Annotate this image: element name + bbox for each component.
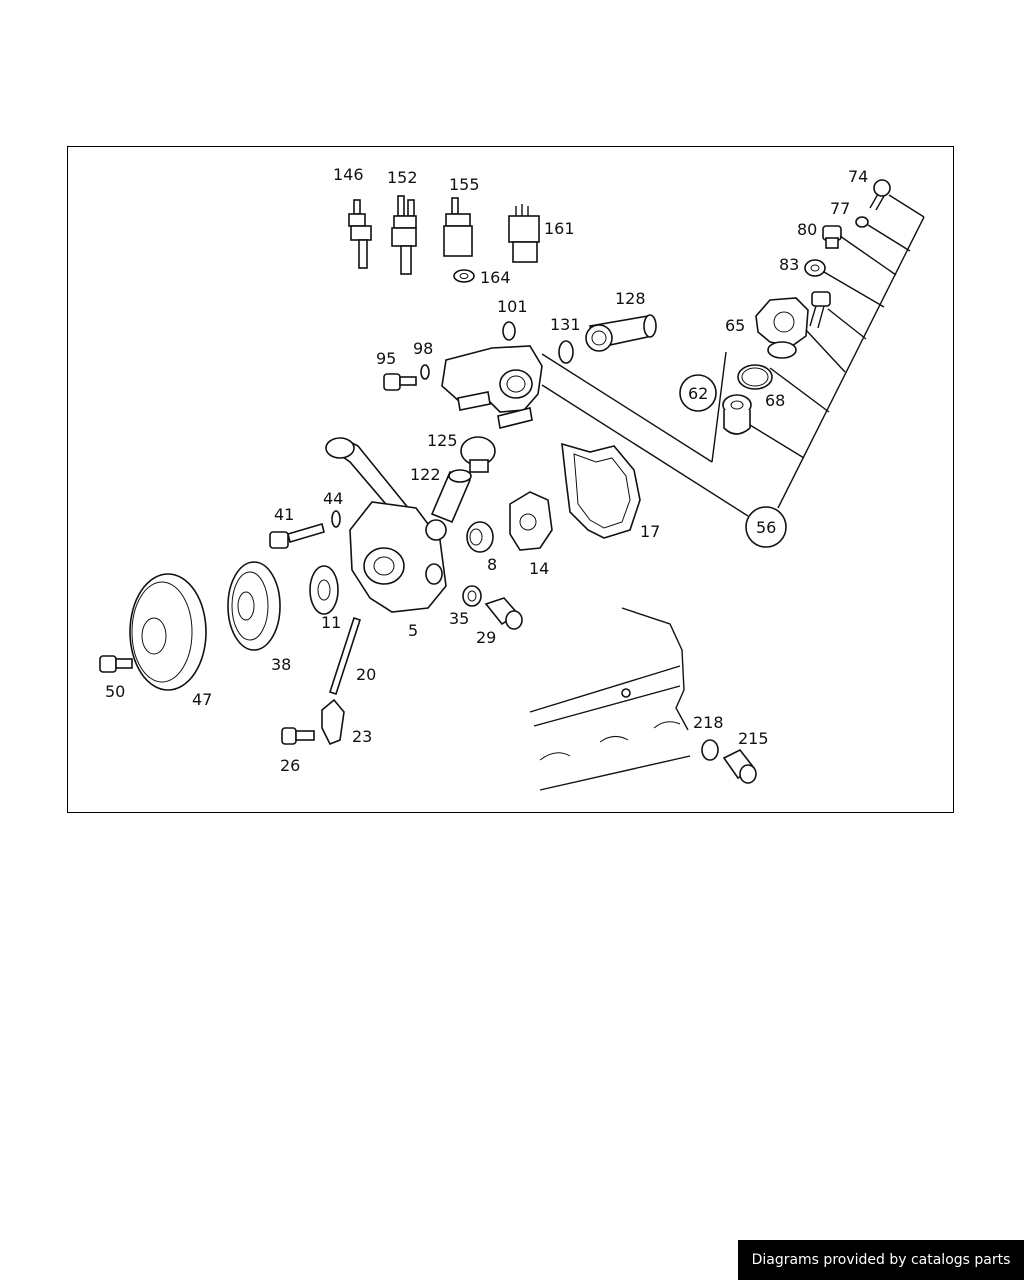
part-95-bolt — [383, 373, 417, 391]
part-number-labels: 146 152 155 161 164 74 77 80 83 65 62 68… — [105, 165, 868, 775]
leader-lines-56 — [541, 194, 925, 517]
label-74: 74 — [848, 167, 868, 186]
part-101-o-ring — [502, 321, 516, 341]
part-14-impeller — [509, 491, 553, 551]
label-146: 146 — [333, 165, 364, 184]
callout-circle-56 — [745, 506, 787, 548]
part-20-rod — [328, 616, 362, 696]
part-23-clip — [321, 698, 345, 746]
footer-credit-badge: Diagrams provided by catalogs parts — [738, 1240, 1024, 1280]
label-17: 17 — [640, 522, 660, 541]
label-161: 161 — [544, 219, 575, 238]
label-98: 98 — [413, 339, 433, 358]
label-128: 128 — [615, 289, 646, 308]
label-68: 68 — [765, 391, 785, 410]
label-101: 101 — [497, 297, 528, 316]
label-125: 125 — [427, 431, 458, 450]
label-164: 164 — [480, 268, 511, 287]
part-83-washer — [804, 259, 826, 277]
label-95: 95 — [376, 349, 396, 368]
part-17-gasket — [561, 442, 641, 539]
label-80: 80 — [797, 220, 817, 239]
part-146-temp-sensor — [348, 199, 372, 269]
label-26: 26 — [280, 756, 300, 775]
label-47: 47 — [192, 690, 212, 709]
label-38: 38 — [271, 655, 291, 674]
label-50: 50 — [105, 682, 125, 701]
label-8: 8 — [487, 555, 497, 574]
part-8-seal — [466, 521, 494, 553]
part-50-bolt — [99, 655, 133, 673]
part-68-o-ring — [737, 364, 773, 390]
part-161-switch — [508, 204, 540, 263]
part-35-washer — [462, 585, 482, 607]
part-152-temp-sensor — [391, 195, 417, 275]
part-80-plug — [822, 225, 842, 249]
part-housing-upper — [441, 345, 543, 429]
parts-diagram-frame — [67, 146, 954, 813]
label-23: 23 — [352, 727, 372, 746]
label-29: 29 — [476, 628, 496, 647]
label-215: 215 — [738, 729, 769, 748]
label-77: 77 — [830, 199, 850, 218]
part-125-clamp — [460, 436, 496, 473]
label-122: 122 — [410, 465, 441, 484]
part-bolt-84 — [809, 291, 831, 329]
part-218-washer — [701, 739, 719, 761]
part-131-o-ring — [558, 340, 574, 364]
label-14: 14 — [529, 559, 549, 578]
part-65-thermostat-housing — [755, 297, 809, 359]
part-122-hose — [430, 469, 472, 524]
part-77-clip — [855, 216, 869, 228]
label-131: 131 — [550, 315, 581, 334]
part-29-drain-plug — [484, 597, 523, 630]
label-41: 41 — [274, 505, 294, 524]
part-164-washer — [453, 269, 475, 283]
label-152: 152 — [387, 168, 418, 187]
part-11-hub — [309, 565, 339, 615]
part-26-bolt — [281, 727, 315, 745]
label-11: 11 — [321, 613, 341, 632]
label-155: 155 — [449, 175, 480, 194]
label-62: 62 — [688, 384, 708, 403]
part-38-pulley — [227, 561, 281, 651]
part-155-pressure-switch — [443, 197, 473, 257]
engine-block-outline — [529, 607, 691, 791]
label-5: 5 — [408, 621, 418, 640]
label-44: 44 — [323, 489, 343, 508]
part-44-washer — [331, 510, 341, 528]
label-35: 35 — [449, 609, 469, 628]
part-5-water-pump — [325, 437, 447, 613]
part-74-bolt — [869, 179, 891, 211]
part-62-thermostat — [722, 394, 752, 435]
label-20: 20 — [356, 665, 376, 684]
part-41-bolt — [269, 522, 325, 549]
part-128-pipe-fitting — [585, 314, 657, 352]
label-83: 83 — [779, 255, 799, 274]
label-218: 218 — [693, 713, 724, 732]
callout-circle-62 — [679, 374, 717, 412]
part-98-washer — [420, 364, 430, 380]
label-65: 65 — [725, 316, 745, 335]
part-215-drain-plug — [722, 748, 757, 784]
part-47-pulley — [129, 573, 207, 691]
label-56: 56 — [756, 518, 776, 537]
